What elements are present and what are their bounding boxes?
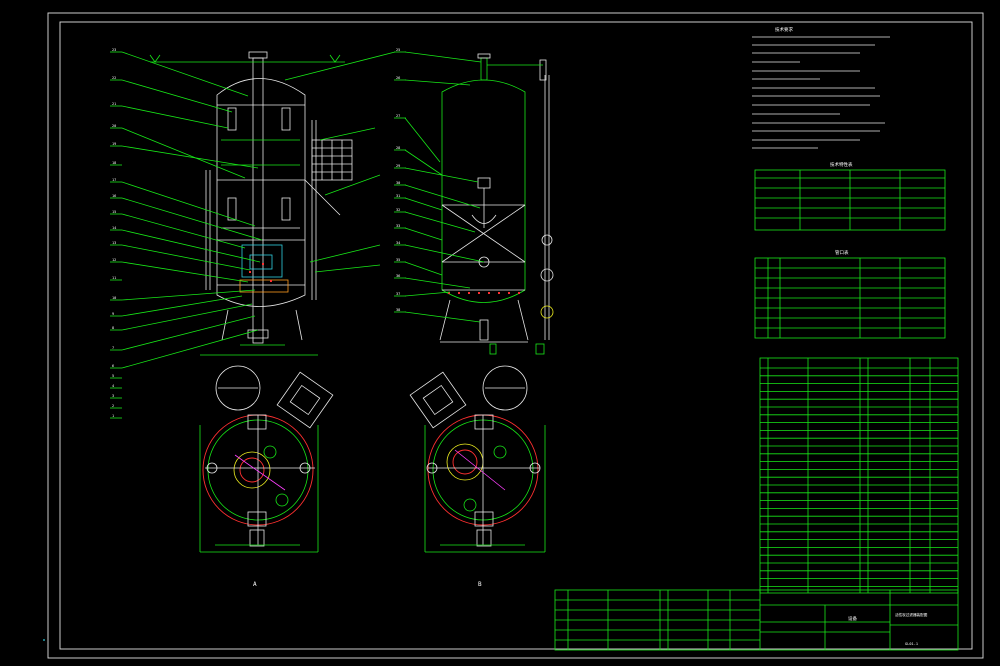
view-label-b: B bbox=[478, 581, 482, 588]
inner-frame bbox=[59, 21, 973, 650]
callout-right-28: 28 bbox=[396, 146, 400, 150]
callout-left-19: 19 bbox=[112, 142, 116, 146]
view-label-a: A bbox=[253, 581, 257, 588]
callout-right-34: 34 bbox=[396, 241, 400, 245]
callout-right-38: 38 bbox=[396, 308, 400, 312]
callout-left-16: 16 bbox=[112, 194, 116, 198]
callout-left-11: 11 bbox=[112, 276, 116, 280]
callout-left-18: 18 bbox=[112, 161, 116, 165]
left-elevation-view bbox=[121, 51, 396, 369]
callout-left-12: 12 bbox=[112, 258, 116, 262]
callout-left-3: 3 bbox=[112, 394, 114, 398]
callout-left-23: 23 bbox=[112, 48, 116, 52]
technical-spec-table bbox=[754, 169, 946, 231]
nozzle-table-title: 管口表 bbox=[835, 249, 849, 256]
callout-left-9: 9 bbox=[112, 312, 114, 316]
plan-view-a bbox=[199, 365, 334, 553]
callout-left-2: 2 bbox=[112, 404, 114, 408]
callout-left-4: 4 bbox=[112, 384, 114, 388]
callout-left-17: 17 bbox=[112, 178, 116, 182]
callout-right-30: 30 bbox=[396, 181, 400, 185]
title-block bbox=[554, 589, 959, 651]
origin-mark bbox=[43, 639, 45, 641]
callout-right-31: 31 bbox=[396, 194, 400, 198]
drawing-name: 活性炭过滤器装配图 bbox=[895, 612, 928, 617]
outer-frame bbox=[47, 12, 984, 659]
title-cell: 设备 bbox=[848, 615, 857, 622]
callout-left-13: 13 bbox=[112, 241, 116, 245]
callout-right-33: 33 bbox=[396, 224, 400, 228]
callout-left-22: 22 bbox=[112, 76, 116, 80]
callout-right-37: 37 bbox=[396, 292, 400, 296]
callout-left-20: 20 bbox=[112, 124, 116, 128]
callout-left-21: 21 bbox=[112, 102, 116, 106]
callout-right-32: 32 bbox=[396, 208, 400, 212]
plan-view-b bbox=[409, 365, 546, 553]
callout-left-5: 5 bbox=[112, 374, 114, 378]
parts-list-table bbox=[759, 357, 959, 594]
callouts-right: 25 26 27 28 29 30 31 32 33 34 35 36 37 38 bbox=[394, 48, 406, 313]
callout-right-35: 35 bbox=[396, 258, 400, 262]
callout-right-26: 26 bbox=[396, 76, 400, 80]
callout-right-36: 36 bbox=[396, 274, 400, 278]
spec-table-title: 技术特性表 bbox=[830, 161, 853, 168]
drawing-number: GL01-1 bbox=[905, 642, 918, 646]
callout-right-27: 27 bbox=[396, 114, 400, 118]
callout-left-10: 10 bbox=[112, 296, 116, 300]
tech-notes-title: 技术要求 bbox=[775, 26, 793, 33]
callout-left-15: 15 bbox=[112, 210, 116, 214]
callout-right-25: 25 bbox=[396, 48, 400, 52]
callout-left-14: 14 bbox=[112, 226, 116, 230]
callout-left-6: 6 bbox=[112, 364, 114, 368]
callout-left-8: 8 bbox=[112, 326, 114, 330]
callout-left-1: 1 bbox=[112, 414, 114, 418]
callout-right-29: 29 bbox=[396, 164, 400, 168]
technical-notes-block bbox=[752, 36, 890, 149]
callout-left-7: 7 bbox=[112, 346, 114, 350]
right-elevation-view bbox=[404, 51, 554, 355]
nozzle-table bbox=[754, 257, 946, 339]
